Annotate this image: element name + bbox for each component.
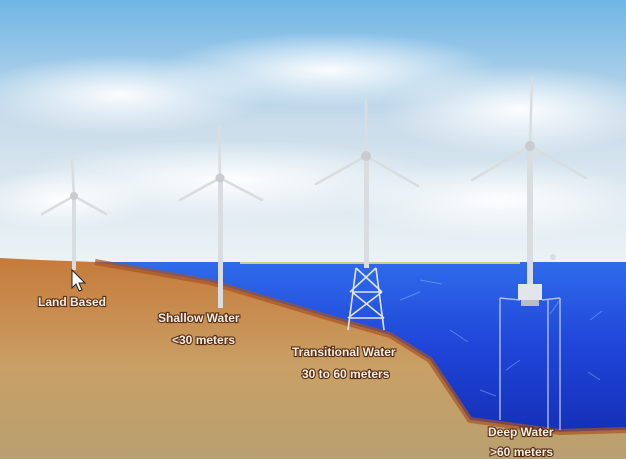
wind-turbine-icon [178,124,264,202]
tower [72,196,76,270]
wind-turbine-icon [40,158,108,216]
deep-water-depth-label: >60 meters [490,445,553,459]
mooring-lines [499,297,561,432]
transitional-water-turbine [314,98,420,331]
land-based-turbine [40,158,108,270]
shallow-water-turbine [178,124,264,308]
tower [364,156,369,268]
buoy [550,254,556,260]
deep-water-label: Deep Water [488,425,554,439]
transitional-water-label: Transitional Water [292,345,396,359]
floating-platform-icon [518,284,542,306]
wave-highlights [399,279,603,397]
wind-turbine-icon [470,76,588,182]
deep-water-turbine [470,76,588,432]
wind-turbine-icon [314,98,420,188]
lattice-jacket-icon [347,267,385,331]
transitional-water-depth-label: 30 to 60 meters [302,367,390,381]
land-based-label: Land Based [38,295,106,309]
sea [95,262,626,432]
ground [0,258,626,459]
mouse-cursor-icon [71,268,87,292]
shallow-water-depth-label: <30 meters [172,333,235,347]
seabed-edge [94,259,626,436]
shallow-water-label: Shallow Water [158,311,240,325]
clouds [0,32,626,240]
tower [218,178,223,308]
tower [527,146,533,298]
